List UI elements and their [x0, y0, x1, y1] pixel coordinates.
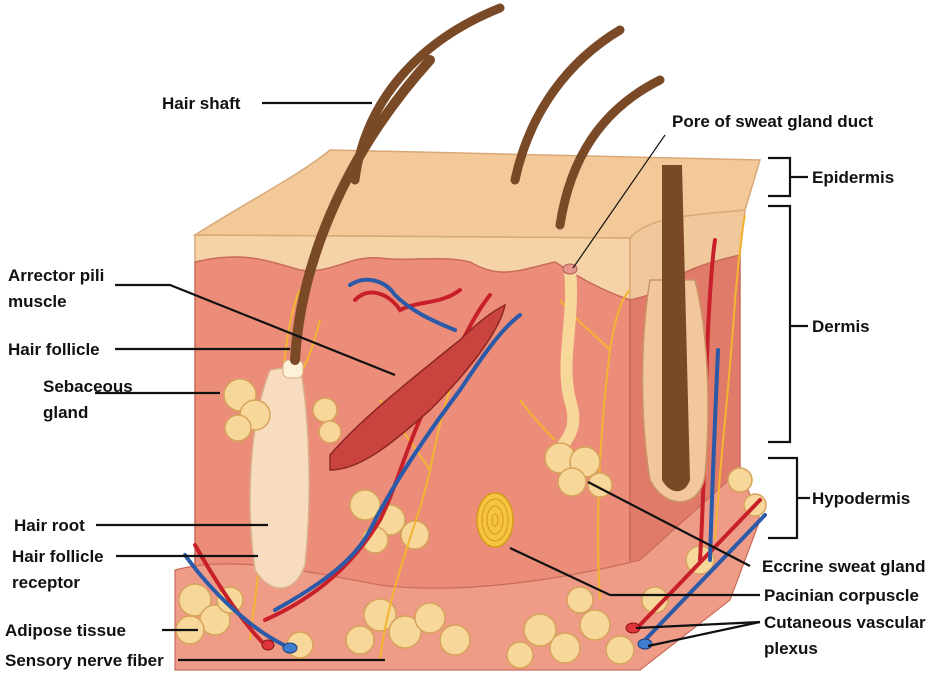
label-sebaceous-line2: gland	[43, 403, 88, 422]
label-arrector-line1: Arrector pili	[8, 266, 104, 285]
label-pore: Pore of sweat gland duct	[672, 112, 874, 131]
label-sebaceous-line1: Sebaceous	[43, 377, 133, 396]
label-follicle-receptor-line2: receptor	[12, 573, 80, 592]
label-arrector-line2: muscle	[8, 292, 67, 311]
label-adipose: Adipose tissue	[5, 621, 126, 640]
arrector-pili-muscle	[329, 303, 507, 471]
label-pacinian: Pacinian corpuscle	[764, 586, 919, 605]
label-vascular-line1: Cutaneous vascular	[764, 613, 926, 632]
label-eccrine: Eccrine sweat gland	[762, 557, 925, 576]
label-vascular-line2: plexus	[764, 639, 818, 658]
label-hair-shaft: Hair shaft	[162, 94, 241, 113]
label-follicle-receptor-line1: Hair follicle	[12, 547, 104, 566]
hypodermis-front	[174, 468, 761, 671]
labels: Hair shaft Pore of sweat gland duct Arre…	[5, 94, 926, 670]
leader-lines	[95, 101, 810, 662]
label-hair-root: Hair root	[14, 516, 85, 535]
hair-follicle-right	[641, 165, 709, 503]
hair-shafts	[290, 3, 665, 365]
pacinian-corpuscle	[476, 492, 514, 548]
label-hair-follicle: Hair follicle	[8, 340, 100, 359]
label-dermis: Dermis	[812, 317, 870, 336]
label-epidermis: Epidermis	[812, 168, 894, 187]
vessel-cut-ends	[261, 622, 653, 654]
sebaceous-gland	[223, 378, 342, 444]
label-sensory-nerve: Sensory nerve fiber	[5, 651, 164, 670]
label-hypodermis: Hypodermis	[812, 489, 910, 508]
